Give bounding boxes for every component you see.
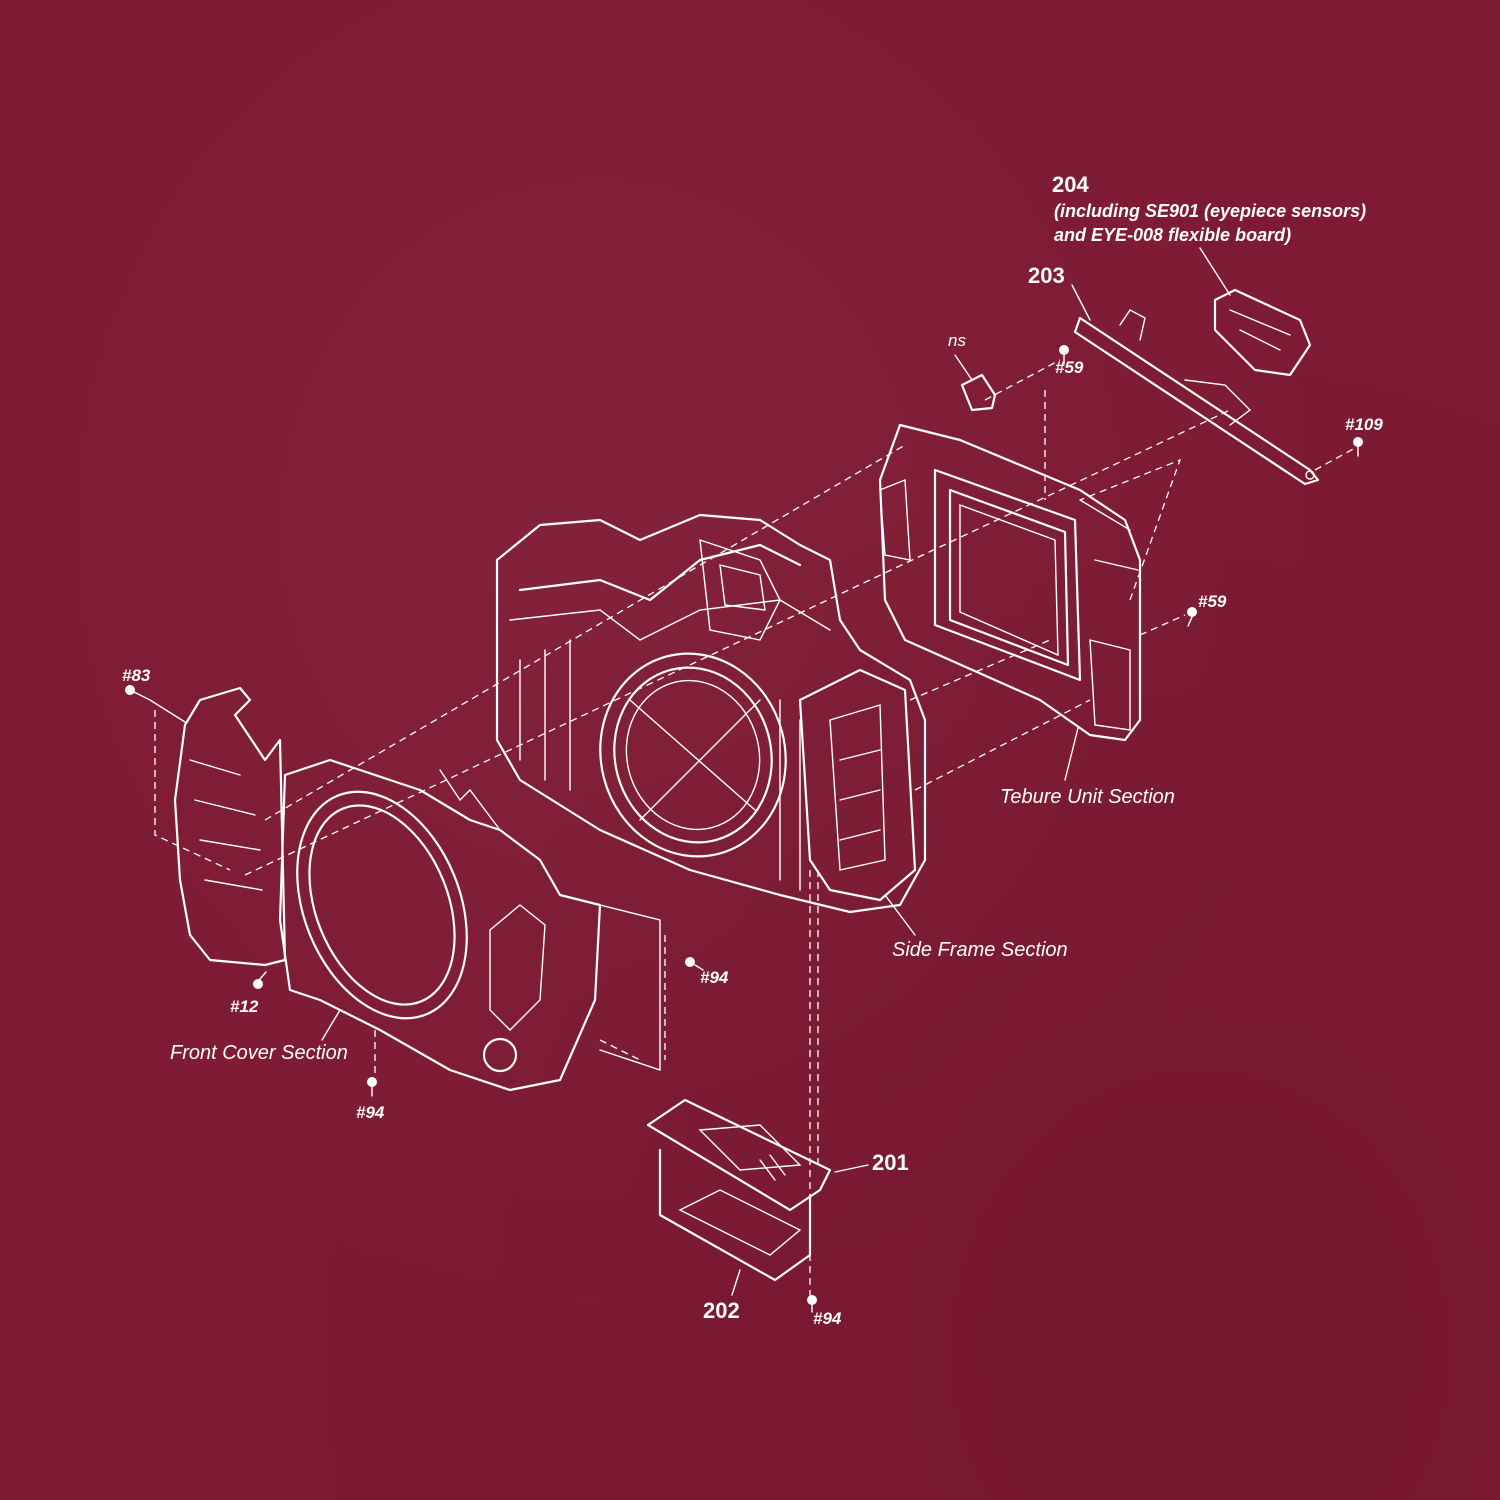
bottom-plate-201: [646, 1098, 869, 1212]
box-202: [658, 1148, 812, 1296]
screw-109-icon: [1353, 437, 1363, 457]
part-204-number: 204: [1052, 172, 1089, 197]
camera-body: [495, 513, 927, 914]
guide-lines: [154, 359, 1356, 1300]
screws: [125, 345, 1363, 1313]
part-203-number: 203: [1028, 263, 1065, 288]
screw-94-left-label: #94: [356, 1103, 385, 1122]
screw-12-icon: [253, 971, 267, 989]
screw-94-bottom-icon: [807, 1295, 817, 1313]
screw-59-top-icon: [1059, 345, 1069, 365]
eyepiece-sensor-204: [1199, 247, 1312, 377]
grip: [149, 686, 287, 967]
screw-12-label: #12: [230, 997, 259, 1016]
screw-ns-label: ns: [948, 331, 966, 350]
screw-109-label: #109: [1345, 415, 1383, 434]
leader-lines: [321, 284, 1091, 1041]
part-202-number: 202: [703, 1298, 740, 1323]
part-204-note-line2: and EYE-008 flexible board): [1054, 225, 1292, 245]
screw-94-left-icon: [367, 1077, 377, 1097]
screw-94-mid-label: #94: [700, 968, 729, 987]
ns-part: [954, 354, 997, 412]
screw-59-right-icon: [1187, 607, 1197, 627]
screw-59-right-label: #59: [1198, 592, 1227, 611]
screw-94-mid-icon: [685, 957, 704, 971]
part-204-note-line1: (including SE901 (eyepiece sensors): [1054, 201, 1367, 221]
tebure-unit-section-label: Tebure Unit Section: [1000, 786, 1175, 808]
screw-59-top-label: #59: [1055, 358, 1084, 377]
bracket-203: [1073, 309, 1320, 486]
screw-83-icon: [125, 685, 151, 701]
front-cover: [278, 758, 661, 1092]
front-cover-section-label: Front Cover Section: [170, 1042, 348, 1064]
screw-94-bottom-label: #94: [813, 1309, 842, 1328]
screw-83-label: #83: [122, 666, 151, 685]
tebure-unit: [878, 423, 1142, 742]
part-201-number: 201: [872, 1150, 909, 1175]
side-frame-section-label: Side Frame Section: [892, 939, 1068, 961]
